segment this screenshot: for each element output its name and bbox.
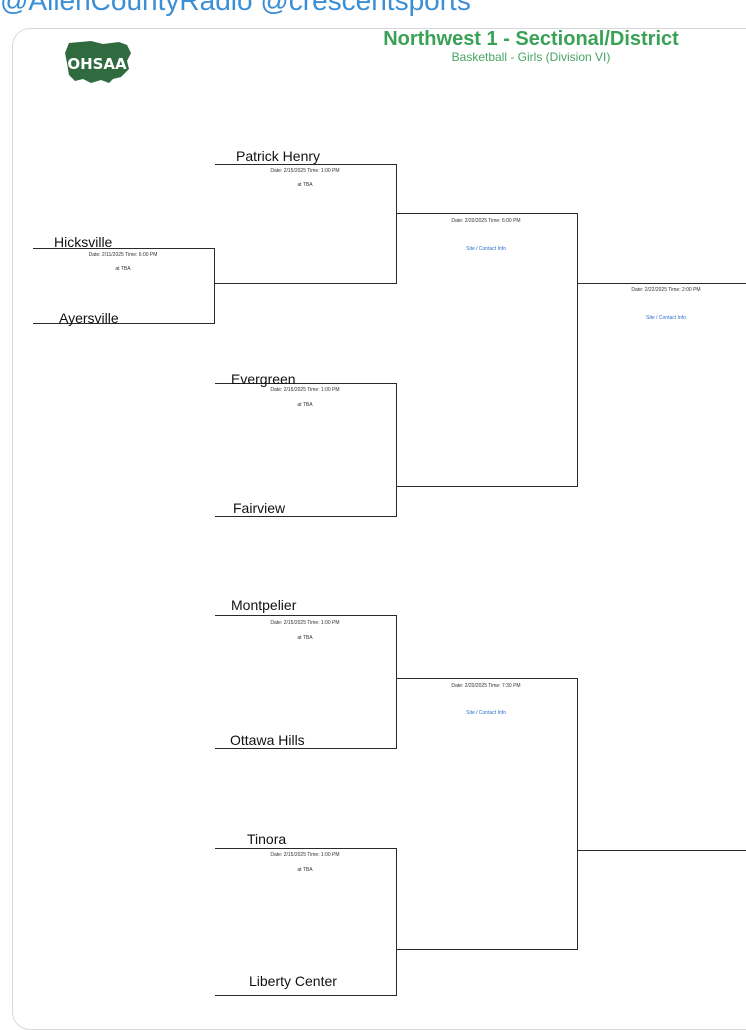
bracket-line — [577, 213, 578, 487]
svg-text:OHSAA: OHSAA — [67, 55, 127, 73]
bracket-subtitle: Basketball - Girls (Division VI) — [451, 50, 611, 64]
bracket-line — [215, 164, 397, 165]
bracket-line — [396, 848, 397, 996]
bracket-line — [578, 283, 746, 284]
bracket-line — [397, 486, 578, 487]
team-montpelier: Montpelier — [231, 597, 297, 613]
game-datetime: Date: 2/20/2025 Time: 7:30 PM — [451, 683, 521, 689]
site-contact-link[interactable]: Site / Contact Info — [466, 246, 506, 252]
team-fairview: Fairview — [233, 500, 286, 516]
team-patrick-henry: Patrick Henry — [236, 148, 321, 164]
team-evergreen: Evergreen — [231, 371, 296, 387]
game-datetime: Date: 2/15/2025 Time: 1:00 PM — [270, 387, 340, 393]
image-card: OHSAA Northwest 1 - Sectional/District B… — [12, 28, 746, 1030]
game-datetime: Date: 2/22/2025 Time: 2:00 PM — [631, 287, 701, 293]
bracket-line — [214, 248, 215, 324]
game-location: at TBA — [297, 867, 313, 873]
game-datetime: Date: 2/15/2025 Time: 1:00 PM — [270, 852, 340, 858]
game-datetime: Date: 2/20/2025 Time: 6:00 PM — [451, 218, 521, 224]
game-location: at TBA — [297, 635, 313, 641]
bracket-line — [215, 383, 397, 384]
game-datetime: Date: 2/15/2025 Time: 1:00 PM — [270, 168, 340, 174]
bracket-line — [396, 164, 397, 284]
bracket-line — [33, 248, 215, 249]
site-contact-link[interactable]: Site / Contact Info — [466, 710, 506, 716]
bracket-line — [215, 615, 397, 616]
bracket-line — [397, 678, 578, 679]
bracket-line — [396, 615, 397, 749]
team-ayersville: Ayersville — [59, 310, 119, 326]
bracket-line — [215, 748, 397, 749]
team-ottawa-hills: Ottawa Hills — [230, 732, 305, 748]
game-location: at TBA — [297, 402, 313, 408]
bracket-sheet: OHSAA Northwest 1 - Sectional/District B… — [13, 28, 746, 1025]
bracket-line — [215, 283, 397, 284]
bracket-line — [397, 949, 578, 950]
game-datetime: Date: 2/11/2025 Time: 6:00 PM — [88, 252, 158, 258]
site-contact-link[interactable]: Site / Contact Info — [646, 315, 686, 321]
team-liberty-center: Liberty Center — [249, 973, 337, 989]
team-hicksville: Hicksville — [54, 234, 113, 250]
game-location: at TBA — [297, 182, 313, 188]
ohsaa-logo: OHSAA — [61, 39, 133, 85]
bracket-line — [578, 850, 746, 851]
bracket-line — [215, 995, 397, 996]
tweet-mention-caption[interactable]: @AllenCountyRadio @crescentsports — [0, 0, 471, 16]
bracket-line — [397, 213, 578, 214]
team-tinora: Tinora — [247, 831, 287, 847]
game-location: at TBA — [115, 266, 131, 272]
bracket-title: Northwest 1 - Sectional/District — [383, 28, 679, 50]
bracket-line — [33, 323, 215, 324]
bracket-line — [215, 516, 397, 517]
bracket-line — [577, 678, 578, 950]
bracket-line — [215, 848, 397, 849]
bracket-line — [396, 383, 397, 517]
game-datetime: Date: 2/15/2025 Time: 1:00 PM — [270, 620, 340, 626]
ohio-shape-icon: OHSAA — [65, 41, 131, 83]
